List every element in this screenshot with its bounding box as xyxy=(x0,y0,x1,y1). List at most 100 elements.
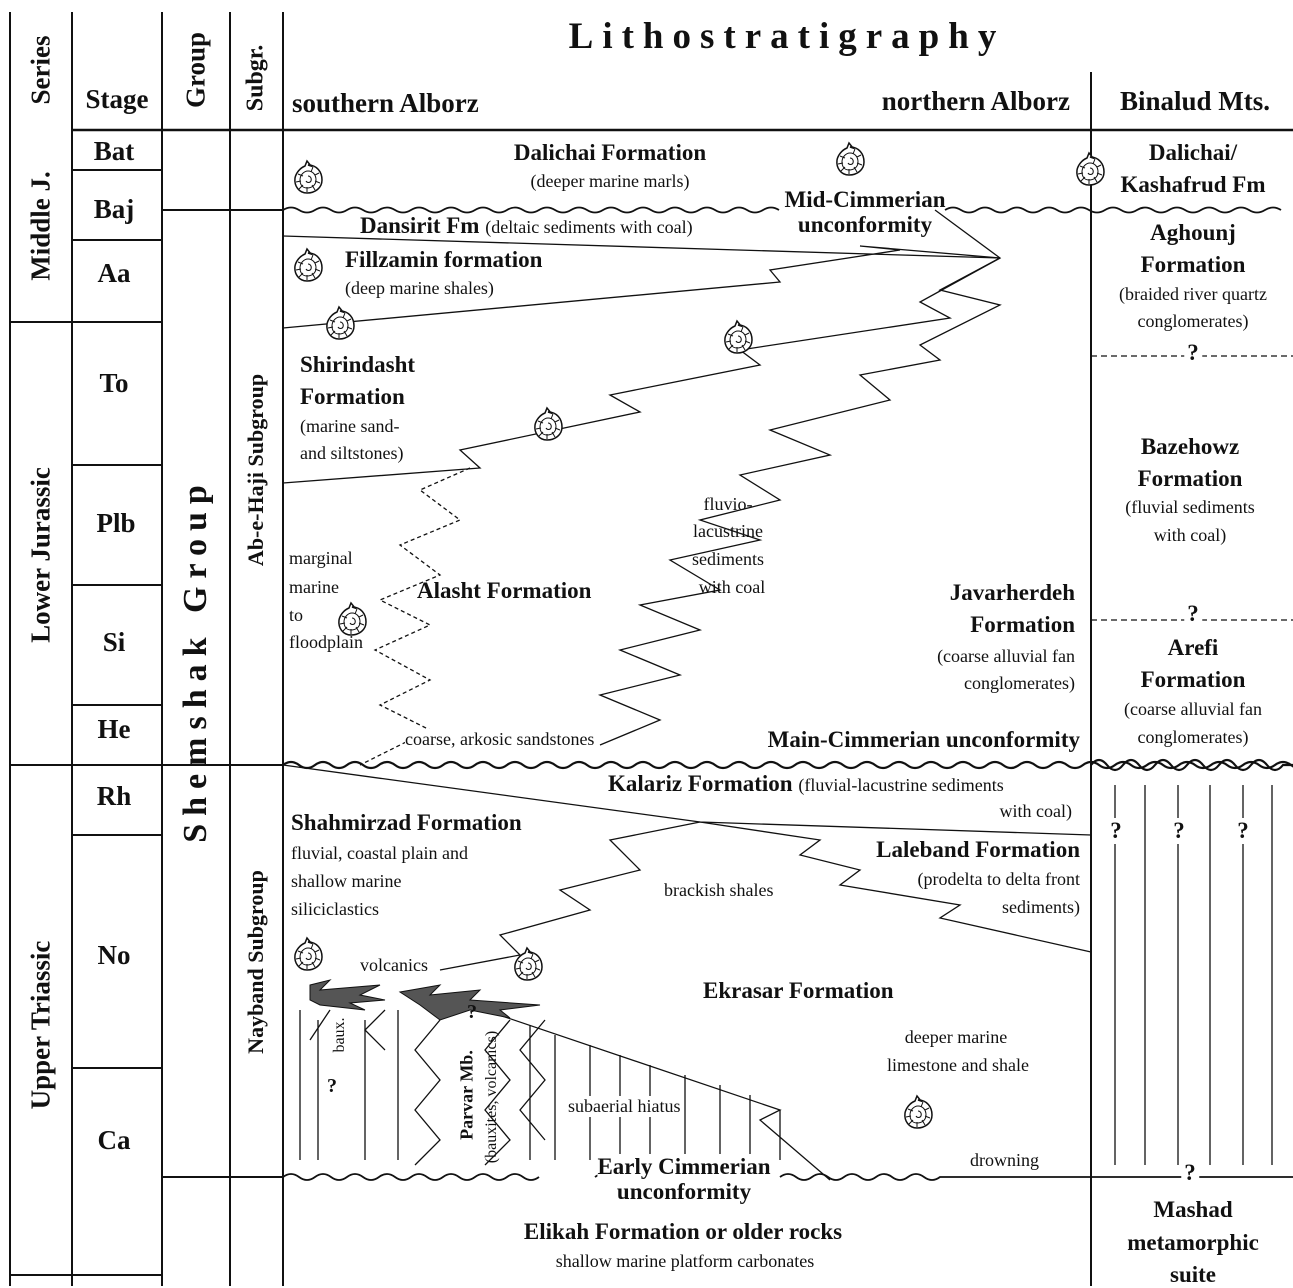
binalud-arefi-desc-2: conglomerates) xyxy=(1137,727,1249,747)
marginal-label: marginal xyxy=(289,548,353,568)
javarherdeh-formation-2: Formation xyxy=(970,612,1075,637)
stage-aa: Aa xyxy=(97,258,131,288)
stage-rh: Rh xyxy=(96,781,132,811)
binalud-bazehowz-2: Formation xyxy=(1137,466,1243,491)
early-cimmerian-unconformity xyxy=(282,1173,1293,1181)
elikah-formation: Elikah Formation or older rocks xyxy=(523,1219,843,1244)
dansirit-base xyxy=(282,235,1001,259)
binalud-dalichai-2: Kashafrud Fm xyxy=(1120,172,1266,197)
binalud-bazehowz: Bazehowz xyxy=(1140,434,1240,459)
parvar-question: ? xyxy=(467,1001,477,1023)
shirindasht-desc: (marine sand- xyxy=(300,416,400,436)
fluvio-label: fluvio- xyxy=(703,494,753,514)
main-cimmerian-label: Main-Cimmerian unconformity xyxy=(767,727,1080,754)
fillzamin-formation: Fillzamin formation xyxy=(345,247,543,272)
binalud-dalichai: Dalichai/ xyxy=(1148,140,1238,165)
baux-zigzag xyxy=(309,1009,386,1051)
javarherdeh-formation: Javarherdeh xyxy=(949,580,1075,605)
stage-header: Stage xyxy=(85,84,149,114)
binalud-bazehowz-desc-2: with coal) xyxy=(1153,525,1227,545)
subaerial-hiatus-label: subaerial hiatus xyxy=(568,1096,681,1117)
binalud-header: Binalud Mts. xyxy=(1119,86,1271,116)
stage-he: He xyxy=(97,714,131,744)
elikah-desc: shallow marine platform carbonates xyxy=(555,1251,815,1271)
stage-bat: Bat xyxy=(93,136,135,166)
fluvio-label-3: sediments xyxy=(692,549,764,569)
kalariz-desc-2: with coal) xyxy=(999,801,1072,821)
marginal-label-2: marine xyxy=(289,577,339,597)
ekrasar-base xyxy=(439,994,831,1181)
binalud-mashad-3: suite xyxy=(1170,1262,1216,1287)
javarherdeh-desc-2: conglomerates) xyxy=(964,673,1075,693)
lithostratigraphy-title: Lithostratigraphy xyxy=(568,16,1006,57)
binalud-arefi-desc: (coarse alluvial fan xyxy=(1124,699,1262,719)
southern-alborz-header: southern Alborz xyxy=(292,88,479,118)
shirindasht-base xyxy=(282,257,1001,484)
series-lower-jurassic: Lower Jurassic xyxy=(25,467,56,643)
binalud-question-6: ? xyxy=(1181,1160,1199,1187)
binalud-question-1: ? xyxy=(1184,340,1202,367)
main-cimmerian-unconformity xyxy=(282,760,1293,770)
fluvio-label-2: lacustrine xyxy=(693,521,763,541)
baux-question: ? xyxy=(327,1075,337,1097)
subgroup-header: Subgr. xyxy=(242,44,269,112)
early-cimmerian-label: Early Cimmerian xyxy=(597,1154,771,1181)
binalud-question-5: ? xyxy=(1237,818,1249,845)
javarherdeh-desc: (coarse alluvial fan xyxy=(937,646,1075,666)
fillzamin-base xyxy=(282,245,1001,329)
arkosic-label: coarse, arkosic sandstones xyxy=(405,729,595,750)
parvar-zigzag xyxy=(414,1019,546,1166)
dansirit-formation: Dansirit Fm (deltaic sediments with coal… xyxy=(360,213,693,238)
parvar-desc: (bauxites, volcanics) xyxy=(483,1030,500,1164)
laleband-formation: Laleband Formation xyxy=(876,837,1080,862)
parvar-member: Parvar Mb. xyxy=(456,1050,477,1140)
deeper-marine-label: deeper marine xyxy=(904,1027,1008,1047)
binalud-aghounj-desc: (braided river quartz xyxy=(1119,284,1267,304)
series-header: Series xyxy=(25,35,56,105)
fluvio-label-4: with coal xyxy=(698,577,766,597)
deeper-marine-label-2: limestone and shale xyxy=(887,1055,1029,1075)
laleband-base xyxy=(699,821,1092,953)
brackish-label: brackish shales xyxy=(664,880,774,900)
series-middle-j: Middle J. xyxy=(25,171,56,281)
binalud-question-2: ? xyxy=(1184,601,1202,628)
drowning-label: drowning xyxy=(970,1150,1039,1170)
stage-ca: Ca xyxy=(97,1125,131,1155)
nayband-subgroup: Nayband Subgroup xyxy=(243,870,268,1054)
stage-no: No xyxy=(97,940,131,970)
dalichai-desc: (deeper marine marls) xyxy=(530,171,690,191)
abehaji-subgroup: Ab-e-Haji Subgroup xyxy=(243,373,268,567)
stage-si: Si xyxy=(102,627,126,657)
shahmirzad-desc: fluvial, coastal plain and xyxy=(291,843,468,863)
alasht-formation: Alasht Formation xyxy=(417,578,592,603)
binalud-question-3: ? xyxy=(1110,818,1122,845)
dalichai-formation: Dalichai Formation xyxy=(513,140,707,165)
north-alborz-jagged xyxy=(597,209,1002,746)
table-frame xyxy=(9,12,1293,1286)
ekrasar-formation: Ekrasar Formation xyxy=(703,978,894,1003)
shahmirzad-jagged xyxy=(439,821,701,971)
binalud-mashad-2: metamorphic xyxy=(1127,1230,1259,1255)
shirindasht-formation-2: Formation xyxy=(300,384,405,409)
binalud-question-4: ? xyxy=(1173,818,1185,845)
shirindasht-desc-2: and siltstones) xyxy=(300,443,404,463)
shahmirzad-desc-3: siliciclastics xyxy=(291,899,379,919)
fillzamin-desc: (deep marine shales) xyxy=(345,278,494,298)
hiatus-lines xyxy=(299,1010,781,1160)
marginal-label-3: to xyxy=(289,605,304,625)
binalud-mashad: Mashad xyxy=(1153,1197,1233,1222)
shahmirzad-formation: Shahmirzad Formation xyxy=(291,810,522,835)
baux-label: baux. xyxy=(331,1017,348,1053)
binalud-bazehowz-desc: (fluvial sediments xyxy=(1125,497,1255,517)
early-cimmerian-label-2: unconformity xyxy=(616,1179,752,1204)
group-header: Group xyxy=(180,31,211,109)
series-upper-triassic: Upper Triassic xyxy=(25,940,56,1110)
kalariz-formation: Kalariz Formation (fluvial-lacustrine se… xyxy=(608,771,1004,796)
marginal-label-4: floodplain xyxy=(289,632,363,652)
northern-alborz-header: northern Alborz xyxy=(881,86,1070,116)
stage-to: To xyxy=(99,368,129,398)
formation-boundaries xyxy=(282,206,1293,1181)
laleband-desc: (prodelta to delta front xyxy=(917,869,1080,889)
binalud-arefi-2: Formation xyxy=(1140,667,1246,692)
